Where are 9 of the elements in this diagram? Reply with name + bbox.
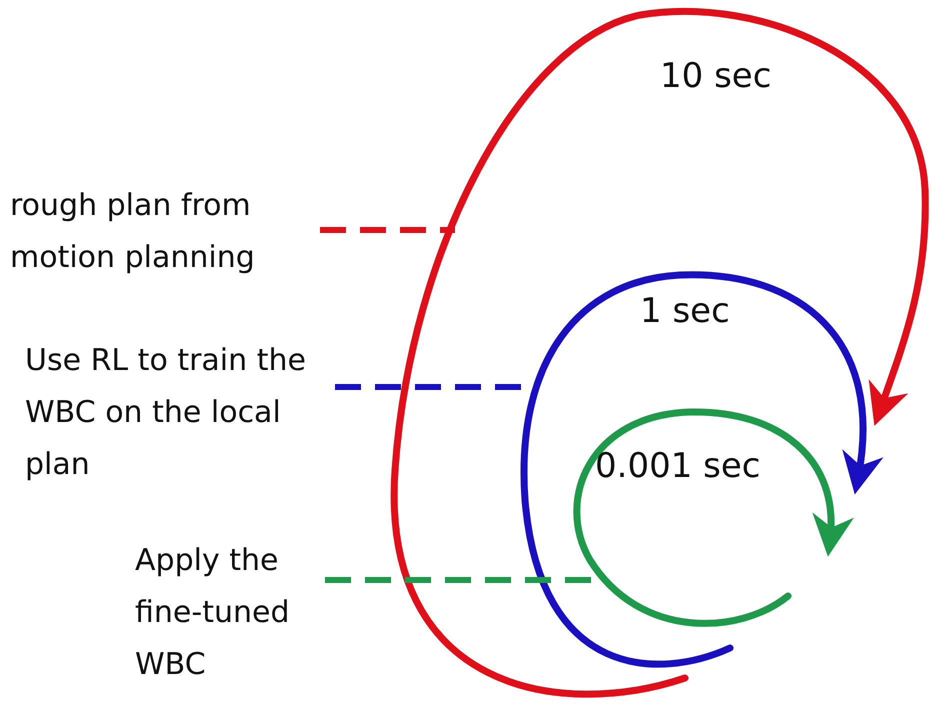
leader-line [320, 227, 455, 233]
time-label: 10 sec [660, 55, 772, 98]
annotation-text: Use RL to train the WBC on the local plan [25, 335, 325, 491]
time-label: 0.001 sec [595, 445, 760, 488]
loop-arrow [392, 8, 929, 698]
annotation-text: Apply the fine-tuned WBC [135, 535, 335, 691]
loop-arrow [573, 408, 852, 627]
annotation-text: rough plan from motion planning [10, 180, 340, 284]
time-label: 1 sec [640, 290, 730, 333]
